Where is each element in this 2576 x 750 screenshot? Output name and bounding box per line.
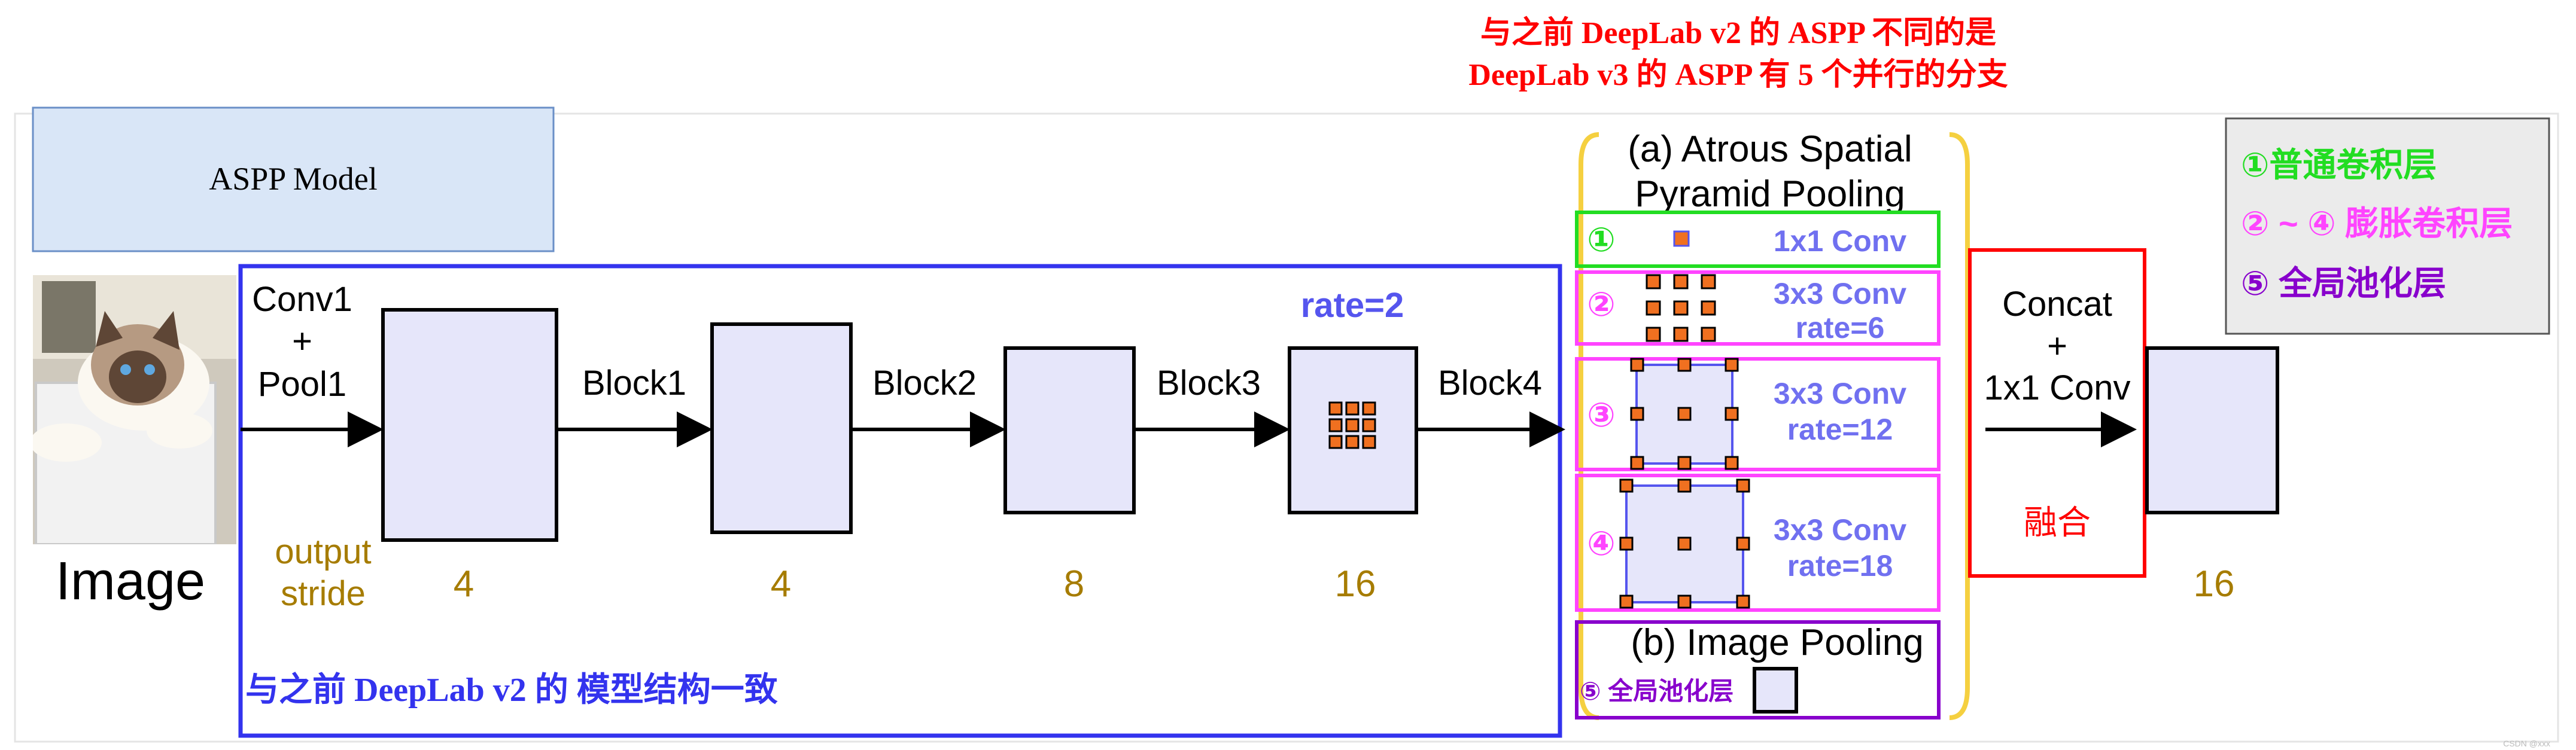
rate-2-label: rate=2 — [1301, 286, 1404, 325]
image-pooling-map — [1753, 667, 1798, 714]
branch-4-text-2: rate=18 — [1787, 549, 1893, 583]
branch-1-box — [1575, 211, 1941, 268]
image-pooling-title: (b) Image Pooling — [1631, 622, 1923, 663]
stride-4: 16 — [1335, 563, 1376, 605]
branch-3-num: ③ — [1587, 396, 1615, 434]
outer-frame — [14, 112, 2559, 743]
branch-4-kernel — [1619, 478, 1750, 609]
branch-2-text-2: rate=6 — [1796, 311, 1885, 344]
branch-2-text-1: 3x3 Conv — [1774, 277, 1907, 310]
branch-2-box — [1575, 270, 1941, 346]
legend-item-1: ①普通卷积层 — [2241, 146, 2437, 184]
pool1-label: Pool1 — [258, 365, 346, 404]
model-box — [32, 106, 555, 252]
concat-plus: + — [2047, 327, 2067, 365]
fusion-label: 融合 — [2024, 504, 2091, 541]
backbone-frame — [238, 264, 1562, 738]
branch-2-kernel — [1646, 274, 1716, 342]
concat-box — [1968, 248, 2146, 578]
branch-4-box — [1575, 474, 1941, 612]
concat-conv: 1x1 Conv — [1984, 368, 2130, 407]
legend-item-3: ⑤ 全局池化层 — [2241, 264, 2446, 302]
block1-label: Block1 — [582, 364, 686, 403]
conv1-label: Conv1 — [252, 280, 352, 319]
stride-1: 4 — [454, 563, 474, 605]
image-pooling-box — [1575, 620, 1941, 719]
branch-1-kernel — [1673, 230, 1690, 247]
branch-2-num: ② — [1587, 285, 1615, 323]
header-line-2: DeepLab v3 的 ASPP 有 5 个并行的分支 — [1468, 57, 2008, 92]
branch-3-box — [1575, 357, 1941, 471]
legend-item-2: ② ~ ④ 膨胀卷积层 — [2241, 205, 2513, 242]
header-line-1: 与之前 DeepLab v2 的 ASPP 不同的是 — [1480, 16, 1996, 50]
branch-3-kernel — [1630, 358, 1739, 470]
branch-3-text-1: 3x3 Conv — [1774, 377, 1907, 410]
backbone-caption: 与之前 DeepLab v2 的 模型结构一致 — [245, 672, 778, 709]
block3-label: Block3 — [1157, 364, 1261, 403]
aspp-title-2: Pyramid Pooling — [1635, 173, 1905, 215]
stride-2: 4 — [771, 563, 791, 605]
plus-label: + — [292, 322, 312, 361]
output-stride-label-1: output — [275, 532, 371, 571]
branch-1-text: 1x1 Conv — [1774, 224, 1907, 258]
watermark: CSDN @xxx — [2503, 739, 2550, 748]
output-stride-label-2: stride — [281, 574, 366, 613]
output-stride-value: 16 — [2194, 563, 2235, 605]
feature-map-1 — [381, 308, 558, 542]
aspp-title-1: (a) Atrous Spatial — [1628, 129, 1912, 170]
block4-label: Block4 — [1438, 364, 1542, 403]
image-pooling-label: ⑤ 全局池化层 — [1580, 677, 1733, 705]
feature-map-3 — [1003, 346, 1136, 514]
branch-4-text-1: 3x3 Conv — [1774, 513, 1907, 547]
output-feature-map — [2145, 346, 2279, 514]
aspp-bracket-left — [1579, 132, 1599, 720]
branch-3-text-2: rate=12 — [1787, 413, 1893, 446]
image-label: Image — [56, 551, 205, 611]
stride-3: 8 — [1064, 563, 1084, 605]
model-box-label: ASPP Model — [209, 161, 378, 197]
cat-photo — [33, 275, 236, 544]
aspp-bracket-right — [1949, 132, 1970, 720]
concat-label: Concat — [2002, 285, 2112, 324]
dilated-kernel-rate-2 — [1328, 401, 1376, 449]
block2-label: Block2 — [872, 364, 977, 403]
branch-4-num: ④ — [1587, 525, 1615, 562]
legend-box — [2225, 117, 2550, 335]
branch-1-num: ① — [1587, 221, 1615, 258]
feature-map-2 — [710, 322, 853, 534]
